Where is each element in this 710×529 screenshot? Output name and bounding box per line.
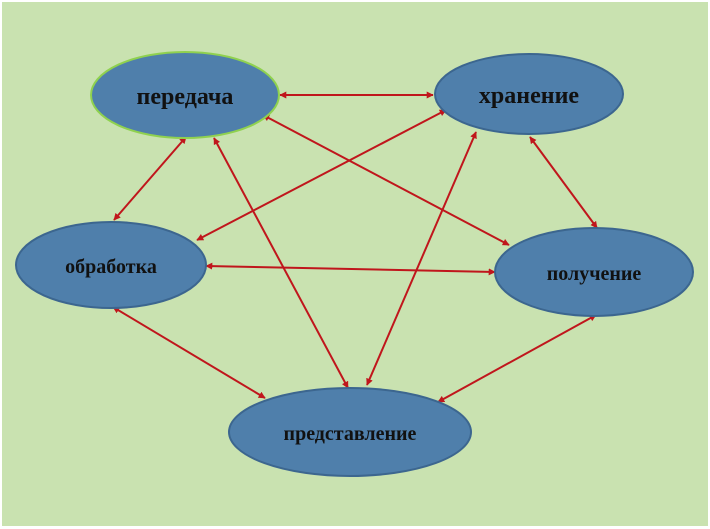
node-poluchenie-label: получение	[547, 263, 642, 285]
node-khranenie-shape	[434, 53, 624, 135]
arrow-obrabotka-poluchenie	[205, 262, 496, 276]
node-predstavlenie: представление	[228, 387, 472, 477]
node-poluchenie-shape	[494, 227, 694, 317]
node-khranenie: хранение	[434, 53, 624, 135]
connector-layer	[112, 91, 598, 403]
node-obrabotka-label: обработка	[65, 256, 157, 278]
arrow-khranenie-poluchenie	[529, 136, 598, 229]
node-khranenie-label: хранение	[479, 83, 579, 109]
arrow-peredacha-obrabotka	[113, 136, 187, 221]
node-predstavlenie-label: представление	[284, 423, 417, 445]
node-peredacha-label: передача	[137, 84, 234, 110]
node-peredacha-shape	[90, 51, 280, 139]
arrow-obrabotka-predstavlenie	[112, 306, 266, 399]
node-poluchenie: получение	[494, 227, 694, 317]
node-predstavlenie-shape	[228, 387, 472, 477]
node-obrabotka: обработка	[15, 221, 207, 309]
node-obrabotka-shape	[15, 221, 207, 309]
arrow-khranenie-predstavlenie	[366, 131, 477, 386]
node-peredacha: передача	[90, 51, 280, 139]
arrow-poluchenie-predstavlenie	[437, 314, 597, 403]
